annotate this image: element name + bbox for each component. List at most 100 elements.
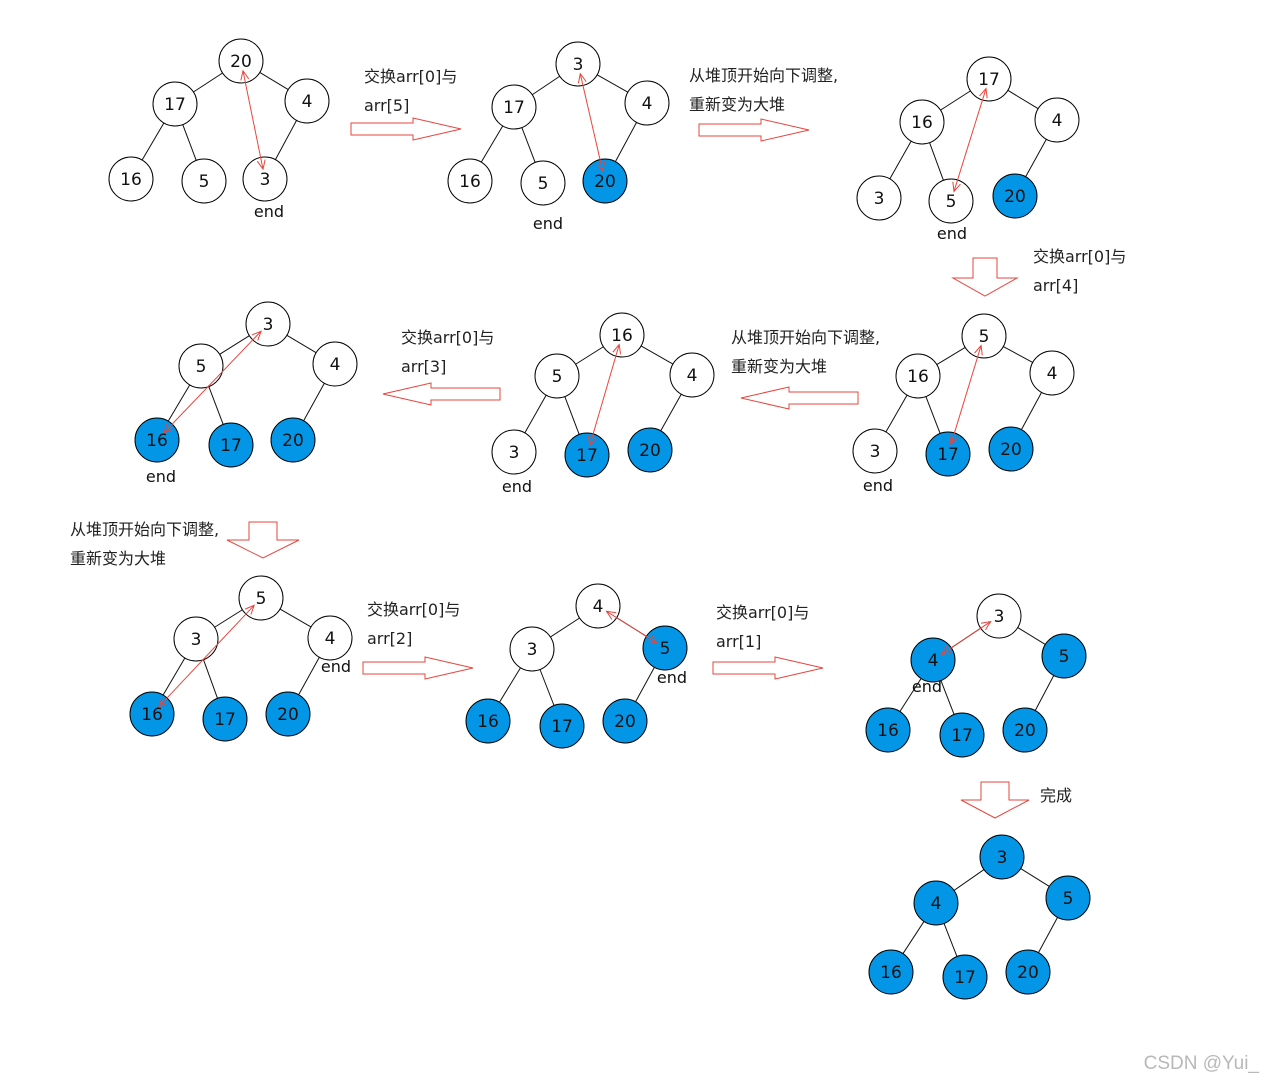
tree-edge	[614, 122, 638, 162]
heap-node-value: 17	[978, 70, 1000, 90]
swap-arrow	[952, 87, 988, 193]
heap-node-value: 3	[191, 630, 202, 650]
swap-arrow	[587, 343, 622, 447]
tree-edge	[943, 923, 958, 957]
tree-edge	[1020, 868, 1050, 887]
heap-node-value: 3	[997, 848, 1008, 868]
heap-node-circle	[979, 834, 1025, 880]
caption-adjust-3: 从堆顶开始向下调整, 重新变为大堆	[70, 515, 219, 573]
heap-node-value: 17	[937, 445, 959, 465]
step-arrow-right	[362, 656, 474, 680]
tree-edge	[182, 124, 197, 161]
heap-node-circle	[976, 593, 1022, 639]
swap-arrow	[949, 344, 983, 446]
caption-line: 交换arr[0]与	[1033, 247, 1127, 266]
heap-node-circle	[961, 313, 1007, 359]
tree-edge	[480, 125, 504, 163]
end-marker: end	[863, 476, 893, 495]
step-arrow-right	[350, 117, 462, 141]
caption-swap-arr2: 交换arr[0]与 arr[2]	[367, 595, 460, 653]
heap-node: 3	[242, 156, 288, 202]
caption-swap-arr1: 交换arr[0]与 arr[1]	[716, 598, 809, 656]
tree-edge	[167, 384, 191, 422]
heap-node: 17	[966, 56, 1012, 102]
heap-node-value: 4	[642, 94, 653, 114]
heap-node-value: 16	[141, 705, 163, 725]
heap-node-circle	[913, 880, 959, 926]
tree-edge	[499, 667, 521, 703]
heap-node-circle	[555, 41, 601, 87]
tree-edge	[575, 346, 604, 365]
heap-node: 20	[1005, 949, 1051, 995]
heap-node-value: 17	[954, 968, 976, 988]
heap-node-circle	[966, 56, 1012, 102]
heap-node-circle	[108, 156, 154, 202]
heap-node: 16	[134, 417, 180, 463]
end-marker: end	[657, 668, 687, 687]
heap-node-value: 4	[1047, 364, 1058, 384]
heap-node-circle	[856, 175, 902, 221]
heap-node-circle	[624, 80, 670, 126]
heap-node: 3	[173, 616, 219, 662]
caption-line: 重新变为大堆	[731, 357, 828, 376]
heap-node-circle	[910, 637, 956, 683]
heap-node: 17	[939, 712, 985, 758]
heap-node-circle	[852, 428, 898, 474]
heap-node: 4	[624, 80, 670, 126]
caption-line: 完成	[1040, 786, 1073, 805]
heap-node-circle	[520, 160, 566, 206]
heap-node: 5	[520, 160, 566, 206]
heap-node: 4	[307, 615, 353, 661]
heap-node-value: 4	[1052, 111, 1063, 131]
heap-node: 5	[642, 625, 688, 671]
heap-node: 5	[534, 353, 580, 399]
heap-node: 17	[202, 696, 248, 742]
heap-node-value: 17	[551, 717, 573, 737]
tree-edge	[298, 657, 320, 695]
swap-arrow	[163, 330, 262, 434]
tree-edge	[889, 140, 912, 180]
heap-node: 16	[895, 353, 941, 399]
end-marker: end	[533, 214, 563, 233]
heap-node-value: 17	[503, 98, 525, 118]
heap-node: 16	[865, 707, 911, 753]
heap-node-circle	[1029, 350, 1075, 396]
heap-node-circle	[599, 312, 645, 358]
step-arrow-down	[226, 521, 300, 559]
heap-node: 5	[1045, 875, 1091, 921]
tree-edge	[208, 386, 224, 425]
heap-node-value: 3	[527, 640, 538, 660]
heap-node: 16	[447, 158, 493, 204]
heap-node-circle	[465, 698, 511, 744]
heap-node-circle	[865, 707, 911, 753]
tree-edge	[596, 74, 629, 93]
heap-node: 17	[491, 84, 537, 130]
heap-node-value: 4	[593, 597, 604, 617]
heap-node: 5	[1041, 633, 1087, 679]
heap-node: 16	[899, 99, 945, 145]
heap-node-circle	[575, 583, 621, 629]
heap-node: 17	[564, 432, 610, 478]
caption-line: 交换arr[0]与	[716, 603, 810, 622]
heap-node-circle	[202, 696, 248, 742]
caption-swap-arr3: 交换arr[0]与 arr[3]	[401, 323, 494, 381]
heap-node: 20	[992, 173, 1038, 219]
heap-node: 20	[270, 417, 316, 463]
tree-edge	[902, 921, 925, 954]
heap-node-circle	[242, 156, 288, 202]
heap-node-circle	[988, 426, 1034, 472]
tree-edge	[286, 334, 317, 354]
heap-node-value: 17	[220, 436, 242, 456]
tree-edge	[940, 90, 971, 111]
heap-node-circle	[928, 178, 974, 224]
end-marker: end	[321, 657, 351, 676]
caption-line: 重新变为大堆	[70, 549, 167, 568]
end-marker: end	[146, 467, 176, 486]
heap-node-value: 5	[538, 174, 549, 194]
tree-edge	[1017, 627, 1046, 645]
step-arrow-down	[951, 257, 1019, 297]
tree-edge	[303, 383, 325, 421]
heap-node: 5	[961, 313, 1007, 359]
heap-node-circle	[270, 417, 316, 463]
heap-node-value: 5	[979, 327, 990, 347]
